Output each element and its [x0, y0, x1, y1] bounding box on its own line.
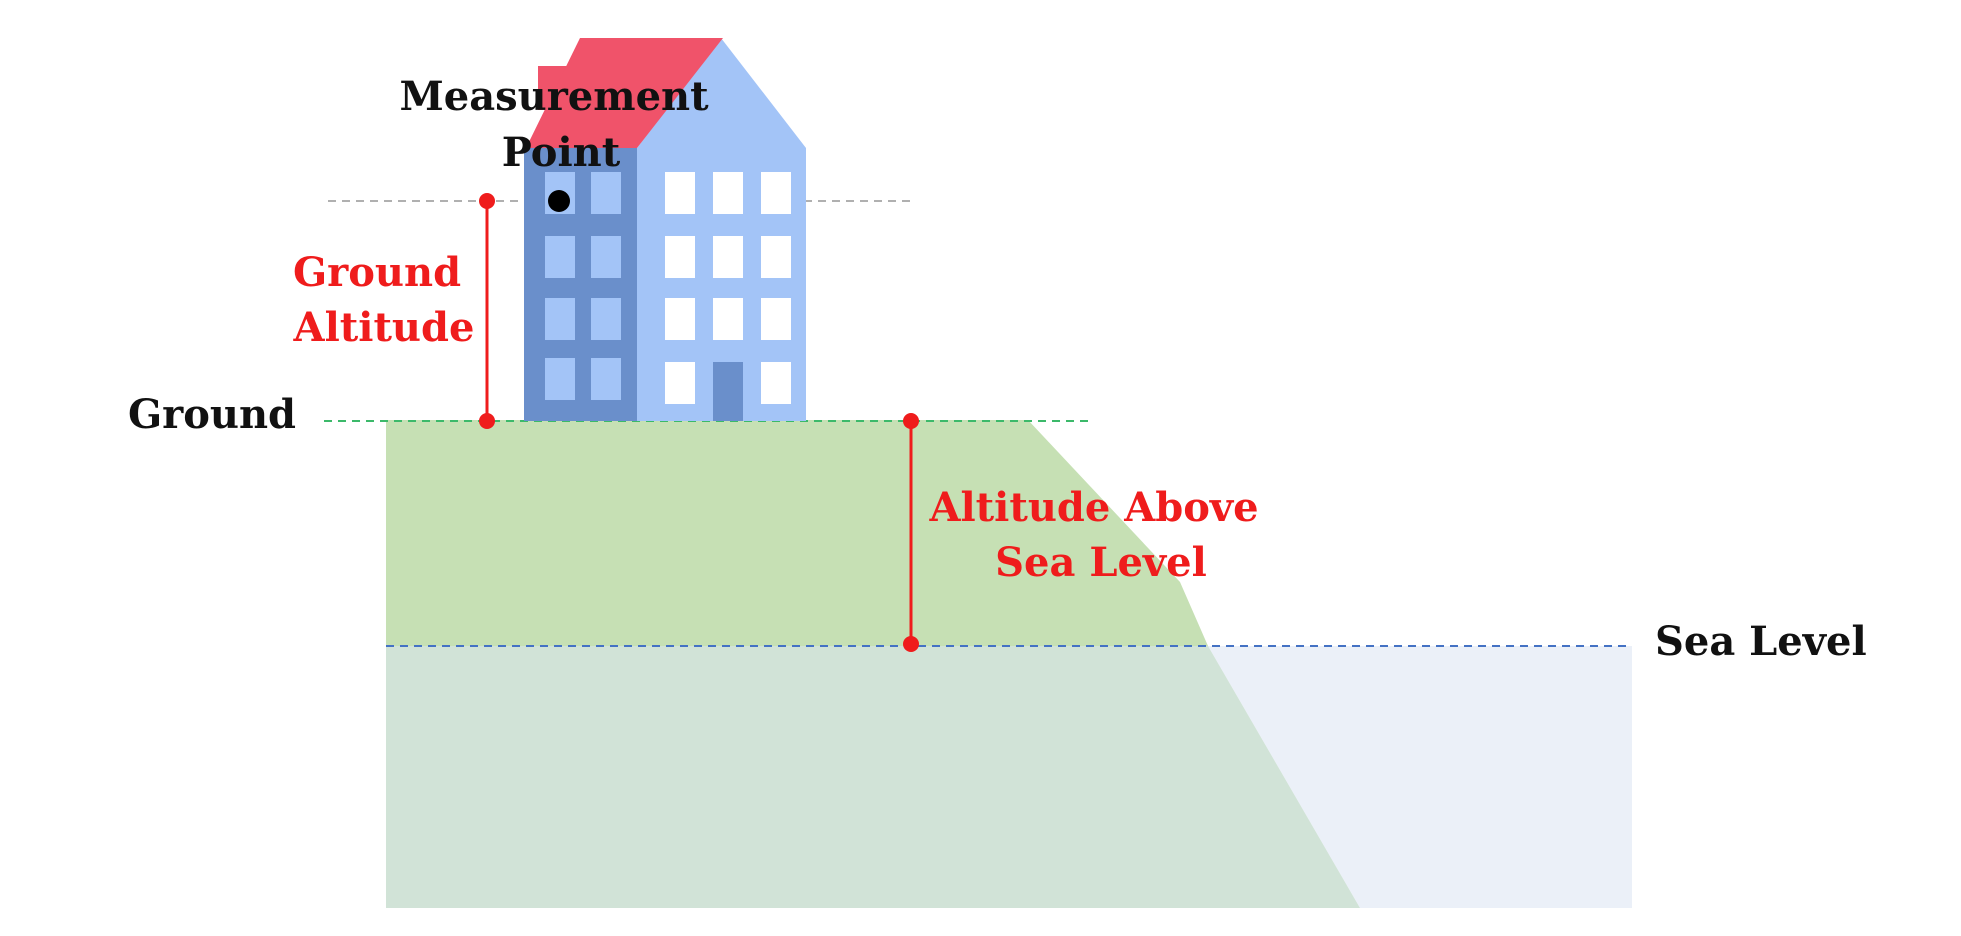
ground-altitude-top-dot: [479, 193, 495, 209]
water-area: [1208, 646, 1632, 908]
left-windows: [545, 172, 621, 400]
ground-altitude-label: Ground Altitude: [293, 249, 475, 351]
roof: [526, 38, 723, 148]
ground-label: Ground: [128, 391, 296, 438]
ground-altitude-indicator: [479, 193, 495, 429]
land-above-sea-level: [386, 420, 1208, 646]
sea-level-label: Sea Level: [1655, 618, 1867, 665]
building-icon: [524, 38, 806, 421]
door: [713, 362, 743, 421]
altitude-above-sea-level-label: Altitude Above Sea Level: [928, 484, 1272, 586]
sea-altitude-indicator: [903, 413, 919, 652]
sea-altitude-bottom-dot: [903, 636, 919, 652]
ground-altitude-bottom-dot: [479, 413, 495, 429]
terrain: [386, 420, 1632, 908]
measurement-point-dot: [548, 190, 570, 212]
right-windows: [665, 172, 791, 404]
land-below-sea-level: [386, 646, 1360, 908]
measurement-point-label: Measurement Point: [399, 73, 722, 176]
sea-altitude-top-dot: [903, 413, 919, 429]
